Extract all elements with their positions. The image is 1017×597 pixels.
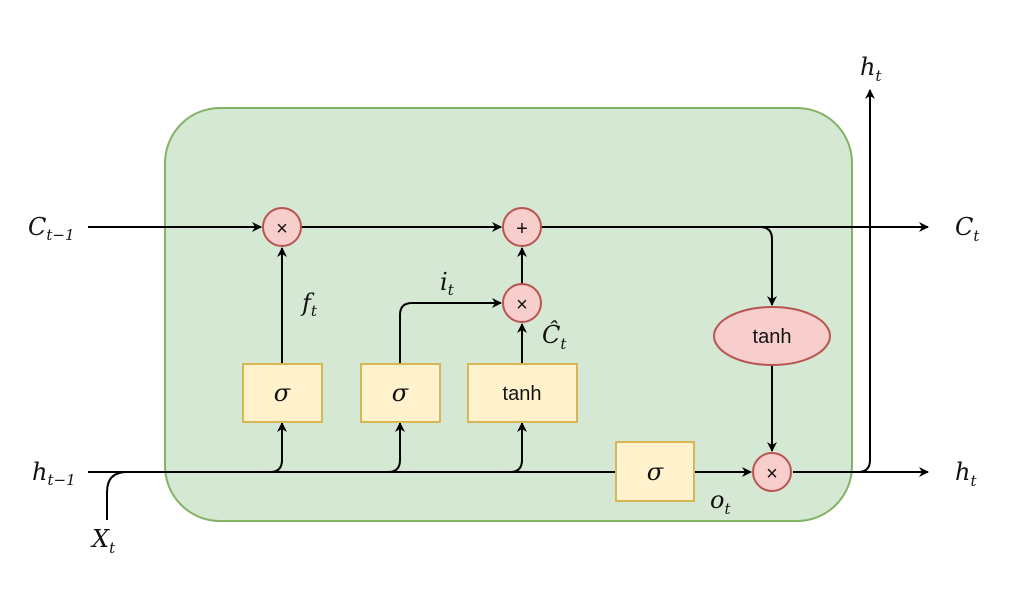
wires — [88, 89, 929, 520]
x-t-wire — [106, 471, 128, 520]
h-to-candidate-wire — [509, 422, 527, 473]
svg-text:tanh: tanh — [503, 383, 542, 405]
output-gate: σ — [615, 441, 695, 502]
label-i-t: it — [440, 268, 455, 299]
label-c-hat: Ĉt — [542, 320, 567, 353]
h-up-wire — [793, 89, 875, 473]
it-wire — [399, 298, 502, 364]
label-h-t-right: ht — [955, 458, 977, 490]
multiply-forget-op: × — [262, 207, 302, 247]
add-cell-op: + — [502, 207, 542, 247]
svg-text:+: + — [516, 218, 528, 240]
cell-tanh: tanh — [713, 306, 831, 366]
label-o-t: ot — [710, 486, 731, 518]
input-gate: σ — [360, 363, 441, 423]
label-x-t: Xt — [90, 525, 116, 557]
svg-text:σ: σ — [274, 379, 291, 407]
svg-text:σ: σ — [392, 379, 409, 407]
svg-text:×: × — [766, 463, 778, 485]
svg-text:tanh: tanh — [753, 326, 792, 348]
forget-gate: σ — [242, 363, 323, 423]
c-to-tanh-wire — [541, 226, 777, 306]
label-c-t: Ct — [955, 213, 980, 245]
candidate-tanh: tanh — [467, 363, 578, 423]
label-c-prev: Ct−1 — [28, 213, 75, 244]
svg-text:×: × — [276, 218, 288, 240]
label-h-t-top: ht — [860, 53, 882, 85]
label-h-prev: ht−1 — [32, 458, 76, 489]
h-to-forget-wire — [269, 422, 287, 473]
multiply-output-op: × — [752, 452, 792, 492]
multiply-input-op: × — [502, 283, 542, 323]
svg-text:×: × — [516, 294, 528, 316]
svg-text:σ: σ — [647, 458, 664, 486]
h-to-input-wire — [387, 422, 405, 473]
